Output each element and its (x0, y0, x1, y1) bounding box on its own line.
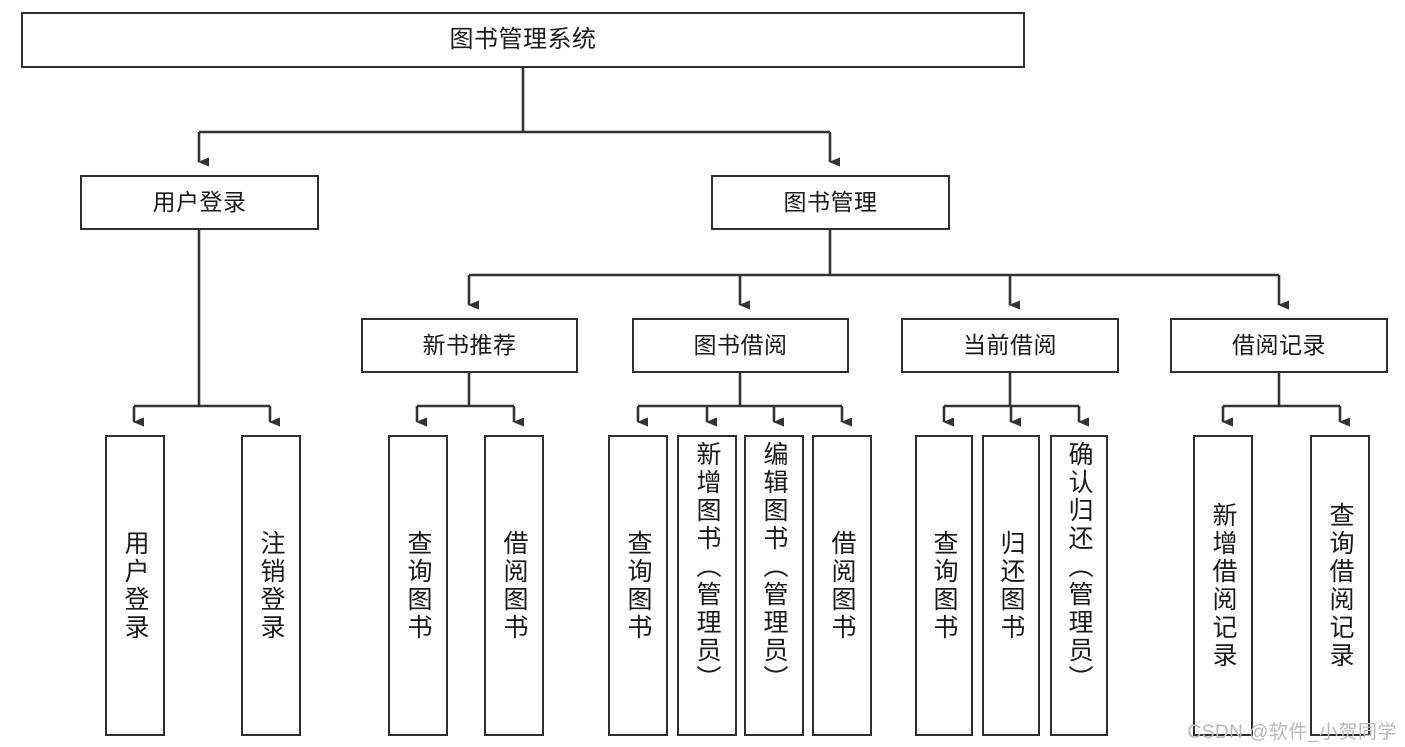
node-user-login[interactable]: 用户登录 (80, 175, 319, 230)
leaf-query-book-borrow-label: 查询图书 (624, 529, 652, 642)
node-new-book-recommend[interactable]: 新书推荐 (361, 318, 578, 373)
node-borrow-record-label: 借阅记录 (1232, 332, 1326, 359)
leaf-confirm-return-admin-label: 确认归还（管理员） (1065, 441, 1093, 693)
node-book-management-label: 图书管理 (783, 189, 878, 216)
leaf-return-book-label: 归还图书 (997, 529, 1025, 642)
node-new-book-recommend-label: 新书推荐 (422, 332, 517, 359)
node-root[interactable]: 图书管理系统 (21, 12, 1025, 68)
leaf-confirm-return-admin[interactable]: 确认归还（管理员） (1050, 435, 1108, 736)
leaf-query-borrow-record-label: 查询借阅记录 (1326, 501, 1354, 670)
leaf-borrow-book-recommend-label: 借阅图书 (500, 529, 528, 642)
node-current-borrow[interactable]: 当前借阅 (901, 318, 1119, 373)
leaf-query-book-borrow[interactable]: 查询图书 (608, 435, 668, 736)
leaf-edit-book-admin[interactable]: 编辑图书（管理员） (744, 435, 804, 736)
leaf-query-book-current-label: 查询图书 (930, 529, 958, 642)
node-book-borrow[interactable]: 图书借阅 (632, 318, 849, 373)
leaf-borrow-book-recommend[interactable]: 借阅图书 (484, 435, 544, 736)
leaf-user-login[interactable]: 用户登录 (105, 435, 165, 736)
leaf-query-book-current[interactable]: 查询图书 (915, 435, 973, 736)
leaf-add-borrow-record[interactable]: 新增借阅记录 (1193, 435, 1253, 736)
node-borrow-record[interactable]: 借阅记录 (1170, 318, 1388, 373)
leaf-user-login-label: 用户登录 (121, 529, 149, 642)
leaf-borrow-book[interactable]: 借阅图书 (812, 435, 872, 736)
node-current-borrow-label: 当前借阅 (963, 332, 1057, 359)
leaf-query-borrow-record[interactable]: 查询借阅记录 (1310, 435, 1370, 736)
node-user-login-label: 用户登录 (152, 189, 247, 216)
node-book-borrow-label: 图书借阅 (693, 332, 788, 359)
leaf-return-book[interactable]: 归还图书 (982, 435, 1040, 736)
leaf-logout[interactable]: 注销登录 (241, 435, 301, 736)
leaf-add-borrow-record-label: 新增借阅记录 (1209, 501, 1237, 670)
leaf-add-book-admin-label: 新增图书（管理员） (693, 441, 721, 693)
leaf-query-book-recommend-label: 查询图书 (404, 529, 432, 642)
node-book-management[interactable]: 图书管理 (711, 175, 950, 230)
leaf-edit-book-admin-label: 编辑图书（管理员） (760, 441, 788, 693)
node-root-label: 图书管理系统 (449, 26, 597, 54)
leaf-query-book-recommend[interactable]: 查询图书 (388, 435, 448, 736)
leaf-add-book-admin[interactable]: 新增图书（管理员） (677, 435, 737, 736)
leaf-borrow-book-label: 借阅图书 (828, 529, 856, 642)
leaf-logout-label: 注销登录 (257, 529, 285, 642)
